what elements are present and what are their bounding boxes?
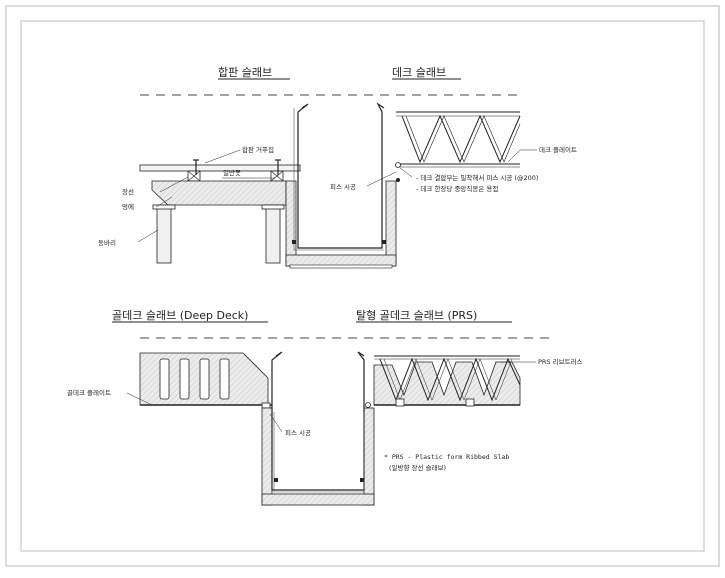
label-fastening-bottom: 피스 시공	[285, 428, 311, 437]
plywood-form-board	[139, 164, 301, 172]
label-nail: 일반못	[223, 168, 241, 177]
beam-side-form	[363, 407, 375, 506]
note-deck-joint: - 데크 결합부는 밀착해서 피스 시공 (@200)	[416, 173, 538, 182]
note-prs-one-way: (일방향 장선 슬래브)	[389, 463, 446, 472]
deep-deck-rib	[159, 358, 170, 400]
ledger-beam	[151, 180, 287, 206]
prs-rib-truss	[379, 357, 521, 402]
label-plywood-form: 합판 거푸집	[242, 145, 274, 154]
label-prs-rib-truss: PRS 리브트러스	[538, 357, 583, 366]
beam-stirrup	[297, 102, 385, 249]
title-plywood-slab: 합판 슬래브	[218, 66, 272, 79]
label-shore: 동바리	[98, 238, 116, 247]
title-prs-slab: 탈형 골데크 슬래브 (PRS)	[356, 309, 477, 322]
inner-frame	[20, 20, 705, 552]
deep-deck-rib	[199, 358, 210, 400]
beam-stirrup	[271, 351, 365, 491]
note-prs-definition: * PRS - Plastic form Ribbed Slab	[384, 453, 509, 461]
deck-truss-web	[401, 114, 521, 164]
label-ledger: 멍에	[122, 202, 134, 211]
title-deck-slab: 데크 슬래브	[392, 66, 446, 79]
beam-side-form	[261, 407, 273, 506]
deep-deck-rib	[219, 358, 230, 400]
deep-deck-rib	[179, 358, 190, 400]
label-deep-deck-plate: 골데크 플레이트	[67, 388, 111, 397]
shore-post	[156, 204, 172, 264]
beam-bottom-form	[261, 493, 375, 506]
beam-bottom-form	[285, 254, 397, 267]
title-deep-deck-slab: 골데크 슬래브 (Deep Deck)	[112, 309, 248, 322]
label-fastening-top: 피스 시공	[330, 182, 356, 191]
note-deck-weld: - 데크 한장당 중앙직봉은 용접	[416, 184, 498, 193]
beam-side-form	[385, 180, 397, 267]
beam-side-form	[285, 180, 297, 267]
shore-post	[265, 204, 281, 264]
prs-plastic-form	[373, 361, 521, 406]
label-deck-plate: 데크 플레이트	[539, 145, 577, 154]
label-joist: 장선	[122, 187, 134, 196]
